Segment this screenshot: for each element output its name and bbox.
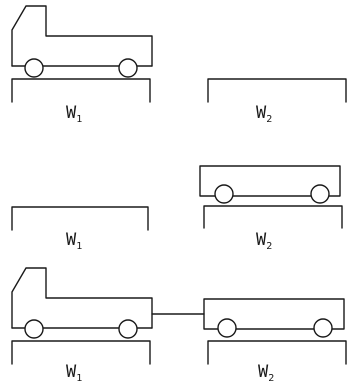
truck (11, 5, 153, 78)
scale-label: W1 (66, 103, 82, 125)
trailer-front-wheel (214, 184, 234, 204)
trailer-body (199, 165, 341, 197)
scale-1: W1 (11, 206, 149, 252)
scale-label: W1 (66, 362, 82, 384)
truck-rear-wheel (118, 319, 138, 339)
trailer-rear-wheel (313, 318, 333, 338)
scale-platform (203, 205, 343, 229)
scale-platform (11, 78, 151, 103)
scale-2: W2 (203, 205, 343, 252)
scale-platform (11, 340, 151, 365)
trailer-front-wheel (217, 318, 237, 338)
scale-2: W2 (207, 340, 347, 384)
scale-platform (207, 78, 347, 103)
scale-label: W2 (258, 362, 274, 384)
truck-front-wheel (24, 58, 44, 78)
scale-label: W2 (256, 103, 272, 125)
trailer-body (203, 298, 345, 330)
trailer (199, 165, 341, 204)
truck-body (11, 267, 153, 329)
scene-1-truck-on-scale-1: W1 W2 (11, 5, 347, 125)
truck-front-wheel (24, 319, 44, 339)
trailer-rear-wheel (310, 184, 330, 204)
truck-rear-wheel (118, 58, 138, 78)
scale-1: W1 (11, 78, 151, 125)
truck (11, 267, 153, 339)
scale-platform (207, 340, 347, 365)
scene-2-trailer-on-scale-2: W1 W2 (11, 165, 343, 252)
scale-1: W1 (11, 340, 151, 384)
scale-label: W1 (66, 230, 82, 252)
scale-2: W2 (207, 78, 347, 125)
truck-body (11, 5, 153, 67)
scale-platform (11, 206, 149, 231)
scene-3-truck-towing-trailer: W1 W2 (11, 267, 347, 384)
scale-label: W2 (256, 230, 272, 252)
trailer (203, 298, 345, 338)
